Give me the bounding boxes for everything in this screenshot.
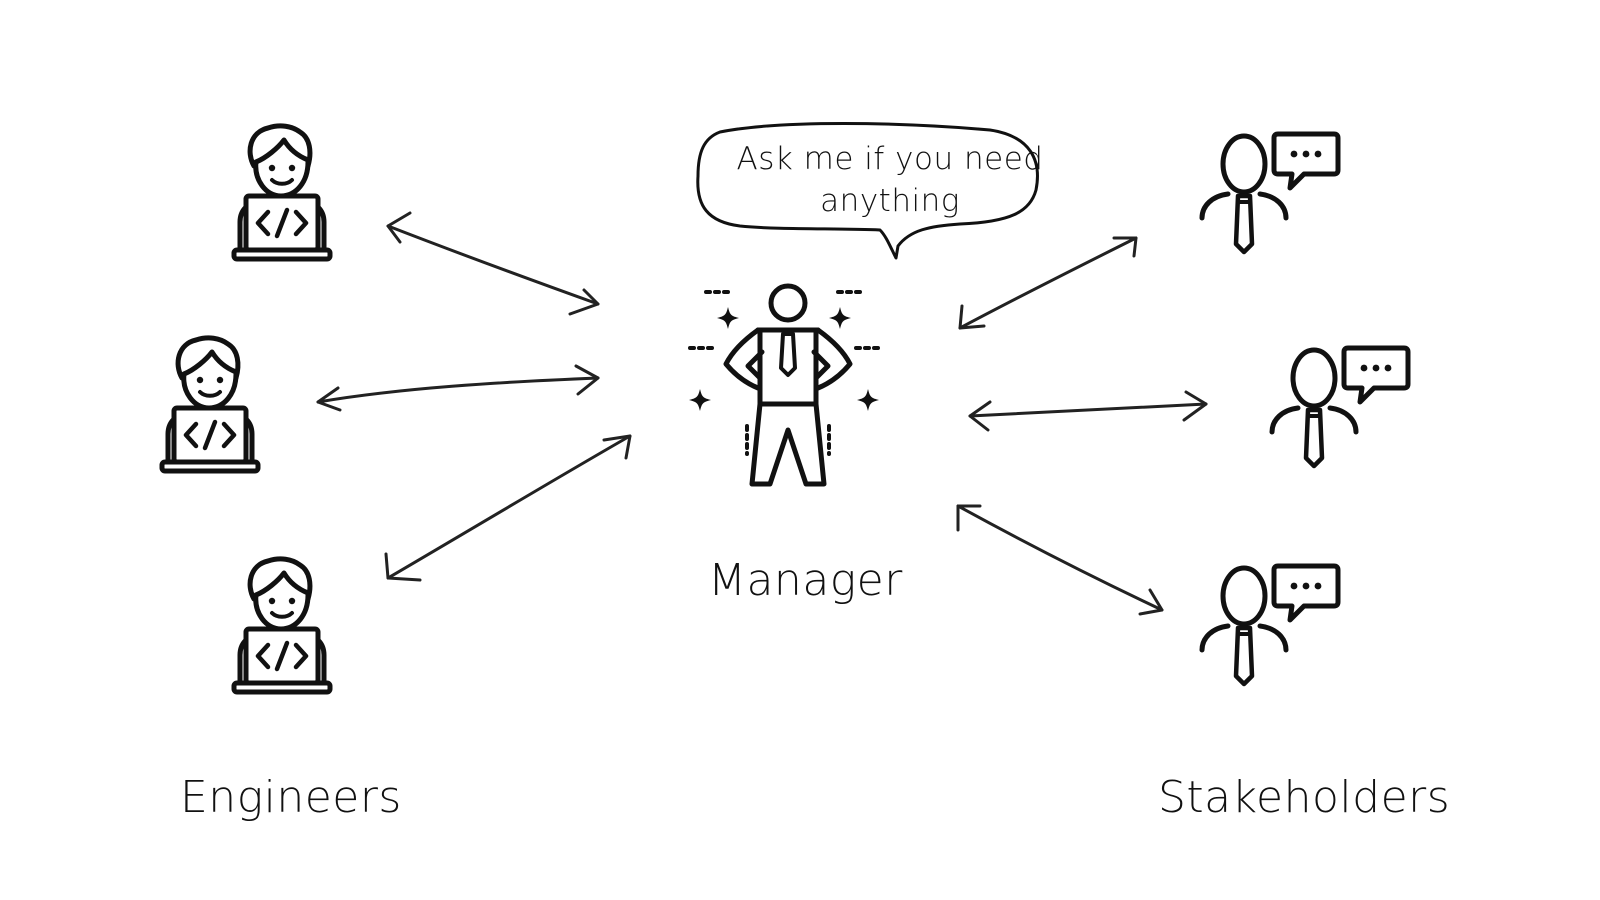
engineers-label: Engineers [180, 772, 402, 823]
speech-bubble-text: Ask me if you need anything [736, 141, 1044, 219]
engineer-icon-3 [234, 559, 330, 692]
arrow-engineer-3-manager [386, 434, 632, 580]
arrow-manager-stakeholder-1 [958, 236, 1138, 330]
stakeholder-icon-2 [1272, 348, 1408, 466]
arrow-manager-stakeholder-3 [956, 504, 1164, 612]
sparkle-icon-3 [689, 389, 711, 411]
stakeholders-label: Stakeholders [1158, 772, 1451, 823]
speech-bubble [696, 122, 1039, 260]
sparkle-icon-2 [829, 307, 851, 329]
arrow-engineer-2-manager [316, 376, 600, 404]
engineer-icon-1 [234, 126, 330, 259]
stakeholder-icon-3 [1202, 566, 1338, 684]
manager-label: Manager [708, 555, 903, 606]
arrow-engineer-1-manager [386, 224, 600, 306]
manager-icon [688, 283, 880, 487]
sparkle-icon-1 [717, 307, 739, 329]
connector-arrows [316, 211, 632, 582]
sparkle-icon-4 [857, 389, 879, 411]
stakeholder-icon-1 [1202, 134, 1338, 252]
arrow-manager-stakeholder-2 [968, 402, 1208, 418]
engineer-icon-2 [162, 338, 258, 471]
